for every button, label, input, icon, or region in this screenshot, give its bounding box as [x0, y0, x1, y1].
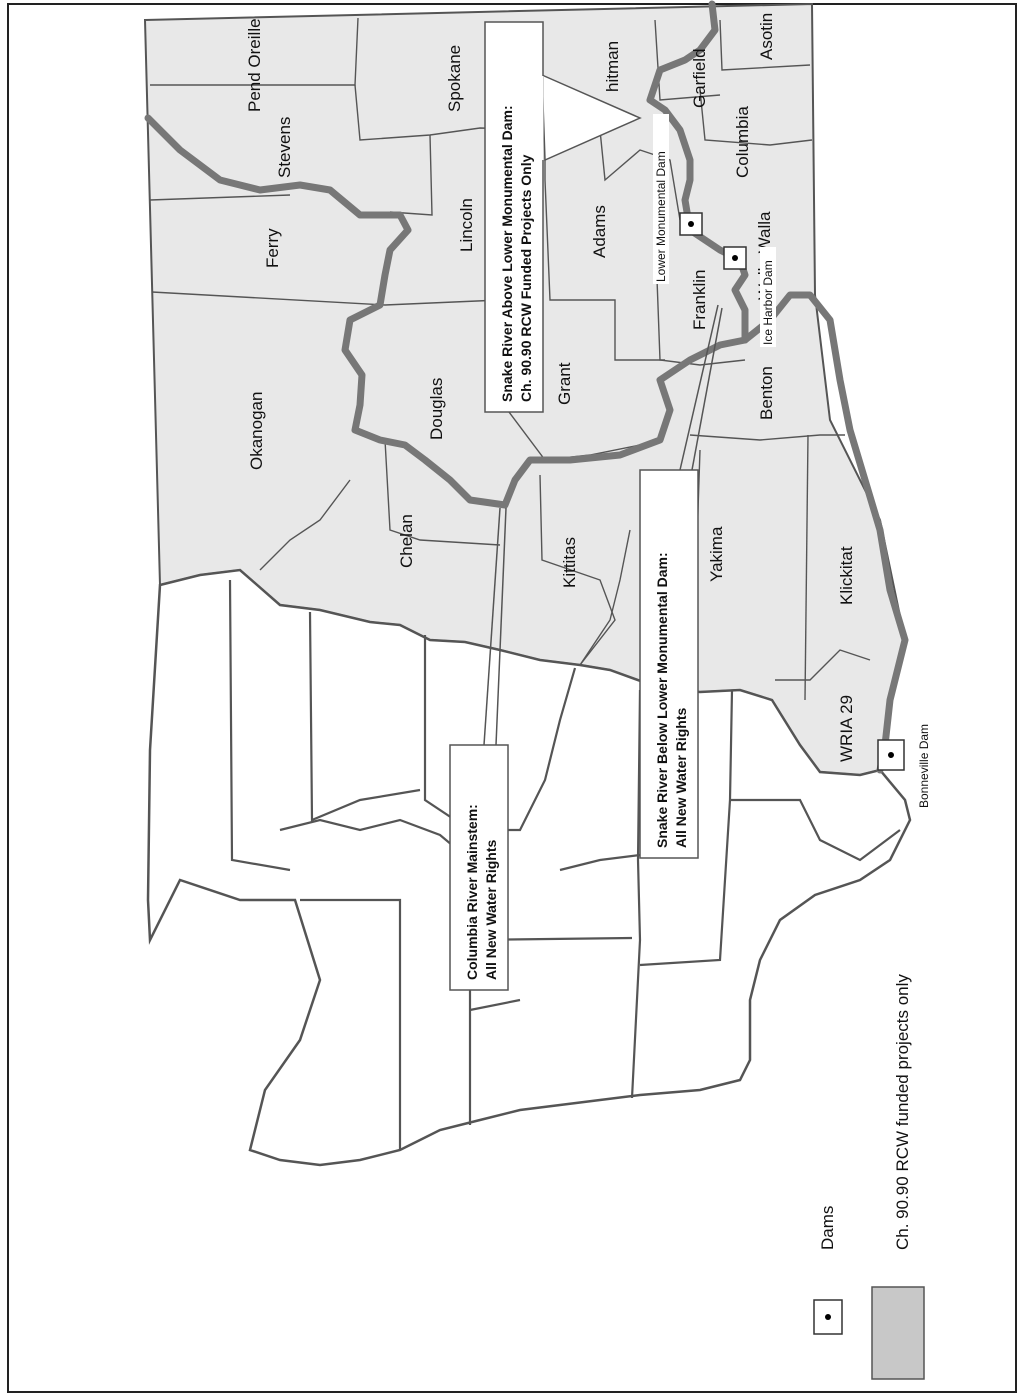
county-label-grant: Grant — [555, 362, 574, 405]
legend-funded-label: Ch. 90.90 RCW funded projects only — [893, 974, 912, 1250]
dam-marker-icon — [888, 752, 894, 758]
legend-dams-label: Dams — [818, 1206, 837, 1250]
dam-bonneville — [877, 739, 905, 771]
dam-label-lower-monumental: Lower Monumental Dam — [654, 151, 668, 282]
dam-label-ice-harbor: Ice Harbor Dam — [761, 260, 775, 345]
county-label-kittitas: Kittitas — [560, 537, 579, 588]
callout-snake-below: Snake River Below Lower Monumental Dam: … — [639, 304, 723, 859]
dam-label-bonneville: Bonneville Dam — [917, 724, 931, 808]
callout-columbia-line2: All New Water Rights — [483, 840, 499, 980]
county-label-douglas: Douglas — [427, 378, 446, 440]
legend-dam-icon — [825, 1314, 831, 1320]
callout-columbia-line1: Columbia River Mainstem: — [464, 804, 480, 980]
callout-snake-below-line2: All New Water Rights — [673, 708, 689, 848]
county-label-lincoln: Lincoln — [457, 198, 476, 252]
county-label-wria-29: WRIA 29 — [837, 695, 856, 762]
county-label-chelan: Chelan — [397, 514, 416, 568]
county-label-yakima: Yakima — [707, 526, 726, 582]
county-label-asotin: Asotin — [757, 13, 776, 60]
county-label-adams: Adams — [590, 205, 609, 258]
county-label-columbia: Columbia — [733, 106, 752, 178]
dam-lower-monumental — [679, 212, 703, 236]
county-label-pend-oreille: Pend Oreille — [245, 18, 264, 112]
county-label-whitman: hitman — [603, 41, 622, 92]
legend: Dams Ch. 90.90 RCW funded projects only — [813, 974, 925, 1380]
county-label-franklin: Franklin — [690, 270, 709, 330]
county-label-benton: Benton — [757, 366, 776, 420]
county-label-ferry: Ferry — [263, 228, 282, 268]
callout-snake-above-line1: Snake River Above Lower Monumental Dam: — [499, 105, 515, 402]
western-region — [146, 568, 912, 1167]
county-label-okanogan: Okanogan — [247, 392, 266, 470]
dam-marker-icon — [688, 221, 694, 227]
snake-river — [646, 0, 749, 344]
county-label-garfield: Garfield — [690, 48, 709, 108]
county-label-klickitat: Klickitat — [837, 546, 856, 605]
county-label-stevens: Stevens — [275, 117, 294, 178]
callout-columbia: Columbia River Mainstem: All New Water R… — [449, 507, 509, 991]
legend-funded-swatch — [871, 1286, 925, 1380]
dam-marker-icon — [732, 255, 738, 261]
callout-snake-above: Snake River Above Lower Monumental Dam: … — [484, 21, 642, 413]
callout-snake-above-line2: Ch. 90.90 RCW Funded Projects Only — [518, 154, 534, 402]
callout-snake-below-line1: Snake River Below Lower Monumental Dam: — [654, 552, 670, 848]
dam-ice-harbor — [723, 246, 747, 270]
county-label-spokane: Spokane — [445, 45, 464, 112]
columbia-snake-river — [144, 114, 909, 774]
